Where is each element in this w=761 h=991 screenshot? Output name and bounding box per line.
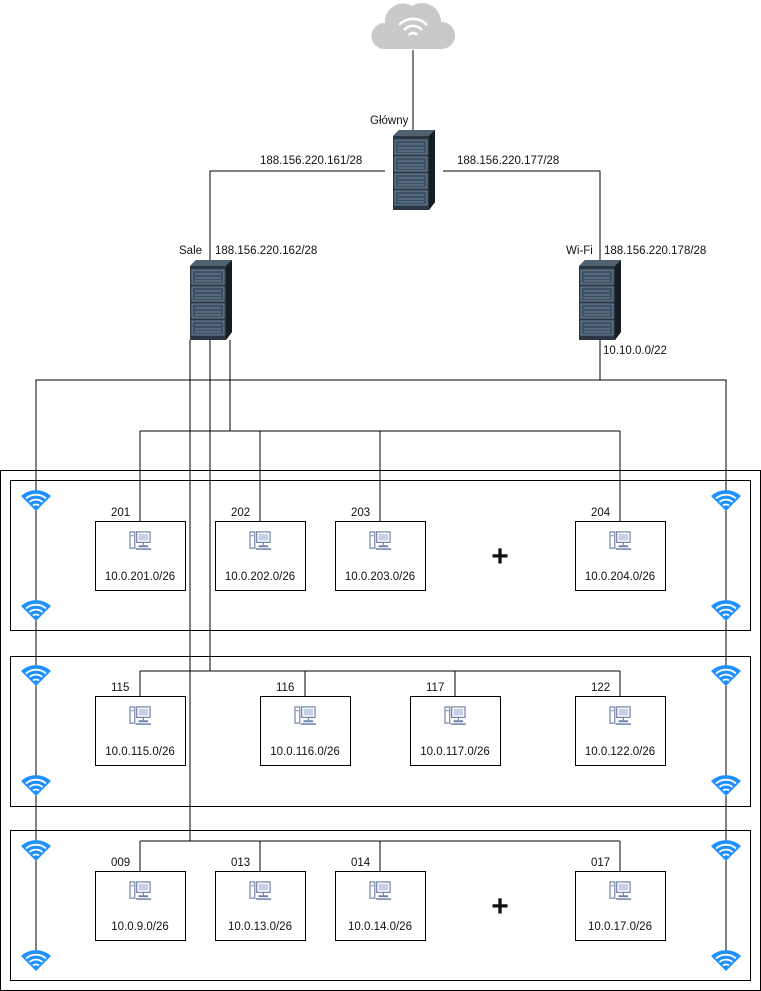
room-116[interactable]: 116 10.0.116.0/26 — [260, 682, 351, 766]
link-main-wifi — [443, 170, 601, 262]
room-117[interactable]: 117 10.0.117.0/26 — [410, 682, 501, 766]
room-label: 115 — [111, 682, 129, 694]
room-subnet: 10.0.117.0/26 — [420, 746, 490, 758]
wifi-icon[interactable] — [710, 839, 742, 862]
room-label: 202 — [231, 507, 250, 519]
room-label: 116 — [276, 682, 294, 694]
server-rack-icon[interactable] — [189, 260, 233, 340]
router-main-ip-left: 188.156.220.161/28 — [260, 155, 362, 167]
router-wifi-subnet: 10.10.0.0/22 — [603, 345, 667, 357]
room-009[interactable]: 009 10.0.9.0/26 — [95, 857, 186, 941]
wifi-distribution-right — [600, 379, 727, 965]
room-subnet: 10.0.116.0/26 — [270, 746, 340, 758]
room-subnet: 10.0.9.0/26 — [111, 921, 169, 933]
room-label: 013 — [231, 857, 250, 869]
wifi-icon[interactable] — [710, 489, 742, 512]
floor-2xx — [10, 480, 751, 631]
router-wifi-name: Wi-Fi — [566, 245, 593, 257]
room-204[interactable]: 204 10.0.204.0/26 — [575, 507, 666, 591]
server-rack-icon[interactable] — [578, 260, 622, 340]
room-subnet: 10.0.201.0/26 — [105, 571, 175, 583]
room-box — [95, 871, 186, 941]
plus-sign: + — [491, 540, 509, 573]
floor-0xx — [10, 830, 751, 981]
router-sale-name: Sale — [179, 245, 202, 257]
room-122[interactable]: 122 10.0.122.0/26 — [575, 682, 666, 766]
room-115[interactable]: 115 10.0.115.0/26 — [95, 682, 186, 766]
router-main-name: Główny — [370, 115, 409, 127]
link-main-sale — [209, 170, 385, 262]
wifi-icon[interactable] — [20, 839, 52, 862]
room-subnet: 10.0.202.0/26 — [225, 571, 295, 583]
room-label: 201 — [111, 507, 130, 519]
room-label: 122 — [591, 682, 610, 694]
room-label: 117 — [426, 682, 444, 694]
room-subnet: 10.0.122.0/26 — [585, 746, 655, 758]
router-wifi-ip: 188.156.220.178/28 — [604, 245, 706, 257]
room-subnet: 10.0.17.0/26 — [588, 921, 652, 933]
room-201[interactable]: 201 10.0.201.0/26 — [95, 507, 186, 591]
room-subnet: 10.0.13.0/26 — [228, 921, 292, 933]
wifi-icon[interactable] — [710, 664, 742, 687]
room-203[interactable]: 203 10.0.203.0/26 — [335, 507, 426, 591]
wifi-icon[interactable] — [20, 774, 52, 797]
wifi-icon[interactable] — [710, 949, 742, 972]
room-202[interactable]: 202 10.0.202.0/26 — [215, 507, 306, 591]
floor-1xx — [10, 656, 751, 807]
router-sale-ip: 188.156.220.162/28 — [215, 245, 317, 257]
room-subnet: 10.0.115.0/26 — [105, 746, 175, 758]
room-label: 204 — [591, 507, 611, 519]
room-subnet: 10.0.204.0/26 — [585, 571, 655, 583]
room-subnet: 10.0.203.0/26 — [345, 571, 415, 583]
room-014[interactable]: 014 10.0.14.0/26 — [335, 857, 426, 941]
plus-sign: + — [491, 890, 509, 923]
cloud-icon — [371, 3, 456, 49]
room-label: 014 — [351, 857, 371, 869]
wifi-icon[interactable] — [710, 774, 742, 797]
room-013[interactable]: 013 10.0.13.0/26 — [215, 857, 306, 941]
wifi-icon[interactable] — [20, 489, 52, 512]
wifi-icon[interactable] — [20, 664, 52, 687]
wifi-icon[interactable] — [20, 949, 52, 972]
wifi-icon[interactable] — [20, 599, 52, 622]
room-label: 203 — [351, 507, 370, 519]
room-subnet: 10.0.14.0/26 — [348, 921, 412, 933]
server-rack-icon[interactable] — [392, 130, 436, 210]
router-main-ip-right: 188.156.220.177/28 — [457, 155, 559, 167]
room-label: 017 — [591, 857, 610, 869]
room-label: 009 — [111, 857, 130, 869]
room-017[interactable]: 017 10.0.17.0/26 — [575, 857, 666, 941]
network-links — [35, 50, 727, 965]
wifi-icon[interactable] — [710, 599, 742, 622]
